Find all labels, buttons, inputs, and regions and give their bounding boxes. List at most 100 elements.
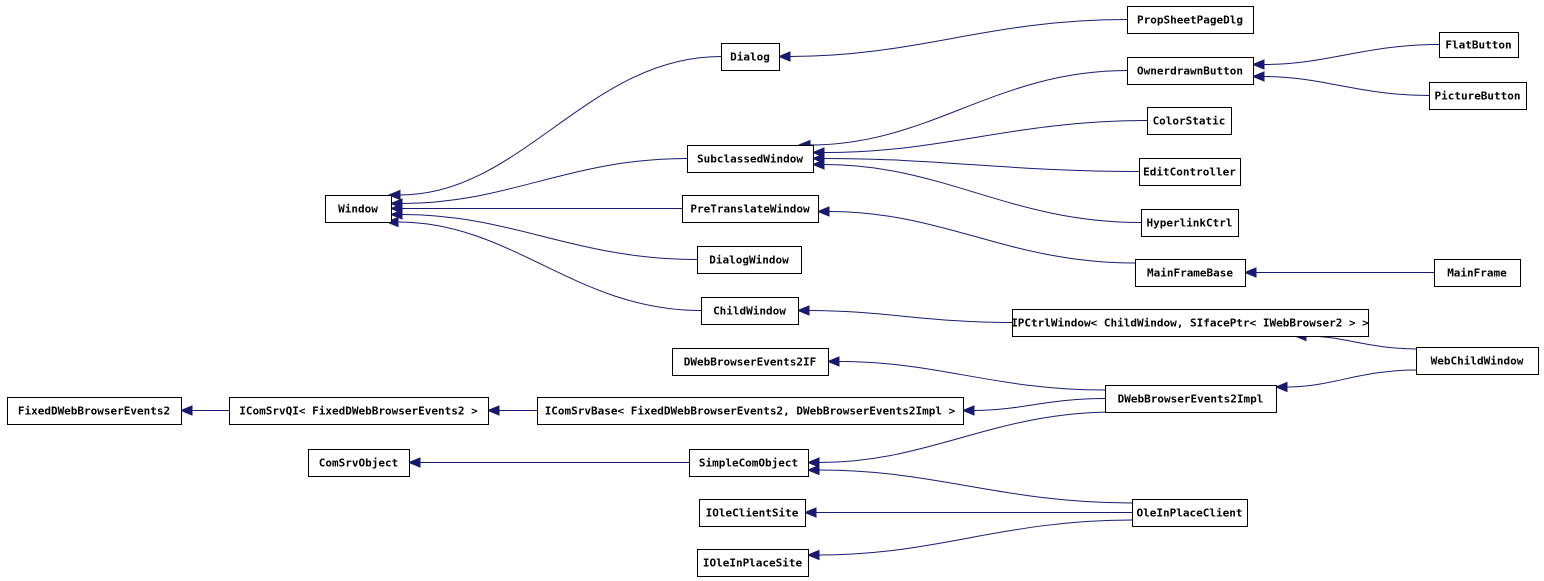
edge-dialog-to-window <box>399 56 722 196</box>
arrowhead-com-srv-object <box>407 457 421 468</box>
node-ownerdrawn-button[interactable]: OwnerdrawnButton <box>1127 57 1254 85</box>
arrowhead-dialog <box>777 51 791 62</box>
node-label: ChildWindow <box>713 305 786 318</box>
node-edit-controller[interactable]: EditController <box>1139 158 1241 186</box>
node-picture-button[interactable]: PictureButton <box>1429 82 1527 110</box>
node-box <box>1434 259 1521 287</box>
node-label: IPCtrlWindow< ChildWindow, SIfacePtr< IW… <box>1011 317 1369 330</box>
edge-hyperlink-ctrl-to-subclassed-window <box>823 164 1142 223</box>
node-label: SimpleComObject <box>699 457 798 470</box>
arrowhead-window <box>389 209 403 220</box>
node-box <box>1139 158 1241 186</box>
node-label: DWebBrowserEvents2IF <box>684 356 816 369</box>
node-label: SubclassedWindow <box>697 153 803 166</box>
node-box <box>689 449 809 477</box>
node-window[interactable]: Window <box>325 195 392 223</box>
node-iole-in-place-site[interactable]: IOleInPlaceSite <box>697 549 809 577</box>
edge-ipctrl-window-to-child-window <box>808 310 1013 323</box>
node-pre-translate-window[interactable]: PreTranslateWindow <box>682 195 819 223</box>
node-label: PropSheetPageDlg <box>1137 14 1243 27</box>
node-ole-in-place-client[interactable]: OleInPlaceClient <box>1132 499 1248 527</box>
edge-ole-in-place-client-to-simple-com-object <box>818 469 1133 504</box>
node-label: Window <box>338 203 378 216</box>
node-box <box>697 549 809 577</box>
node-box <box>1416 347 1539 375</box>
node-box <box>1012 309 1369 337</box>
arrowhead-icom-srv-qi <box>486 405 500 416</box>
edge-edit-controller-to-subclassed-window <box>823 158 1140 172</box>
edge-flat-button-to-ownerdrawn-button <box>1263 44 1440 65</box>
node-label: ComSrvObject <box>319 457 398 470</box>
node-web-child-window[interactable]: WebChildWindow <box>1416 347 1539 375</box>
node-label: MainFrame <box>1447 267 1507 280</box>
node-prop-sheet-page-dlg[interactable]: PropSheetPageDlg <box>1127 6 1254 34</box>
node-box <box>1127 6 1254 34</box>
node-label: EditController <box>1143 166 1236 179</box>
node-label: MainFrameBase <box>1147 267 1233 280</box>
node-dialog-window[interactable]: DialogWindow <box>697 246 802 274</box>
arrowhead-subclassed-window <box>811 159 825 170</box>
arrowhead-ownerdrawn-button <box>1251 59 1265 70</box>
node-box <box>1105 385 1277 413</box>
node-label: DialogWindow <box>709 254 789 267</box>
node-flat-button[interactable]: FlatButton <box>1439 32 1519 58</box>
arrowhead-simple-com-object <box>806 464 820 476</box>
node-label: PictureButton <box>1434 90 1520 103</box>
node-box <box>325 195 392 223</box>
node-subclassed-window[interactable]: SubclassedWindow <box>687 145 814 173</box>
node-hyperlink-ctrl[interactable]: HyperlinkCtrl <box>1141 209 1239 237</box>
node-ipctrl-window[interactable]: IPCtrlWindow< ChildWindow, SIfacePtr< IW… <box>1011 309 1369 337</box>
arrowhead-simple-com-object <box>806 457 820 468</box>
node-label: IComSrvQI< FixedDWebBrowserEvents2 > <box>239 405 478 418</box>
node-main-frame-base[interactable]: MainFrameBase <box>1135 259 1246 287</box>
node-label: FlatButton <box>1445 39 1511 52</box>
node-icom-srv-qi[interactable]: IComSrvQI< FixedDWebBrowserEvents2 > <box>229 397 489 425</box>
node-simple-com-object[interactable]: SimpleComObject <box>689 449 809 477</box>
node-label: IComSrvBase< FixedDWebBrowserEvents2, DW… <box>545 405 956 418</box>
node-box <box>229 397 489 425</box>
node-child-window[interactable]: ChildWindow <box>701 297 799 325</box>
node-dweb-browser-events2-if[interactable]: DWebBrowserEvents2IF <box>672 348 829 376</box>
node-box <box>1132 499 1248 527</box>
node-label: DWebBrowserEvents2Impl <box>1118 393 1264 406</box>
node-label: ColorStatic <box>1153 115 1226 128</box>
node-box <box>682 195 819 223</box>
node-dialog[interactable]: Dialog <box>721 43 780 71</box>
arrowhead-dweb-browser-events2-impl <box>1274 381 1288 393</box>
node-box <box>1439 32 1519 58</box>
edge-dweb-browser-events2-impl-to-icom-srv-base <box>973 398 1106 411</box>
node-box <box>308 449 410 477</box>
node-iole-client-site[interactable]: IOleClientSite <box>699 499 806 527</box>
edge-prop-sheet-page-dlg-to-dialog <box>789 19 1128 57</box>
node-label: HyperlinkCtrl <box>1146 217 1232 230</box>
node-label: IOleClientSite <box>706 507 799 520</box>
node-com-srv-object[interactable]: ComSrvObject <box>308 449 410 477</box>
node-box <box>672 348 829 376</box>
arrowhead-child-window <box>796 305 810 316</box>
arrowhead-fixed-dweb-browser-events2 <box>179 405 193 416</box>
node-box <box>1147 107 1232 135</box>
edge-child-window-to-window <box>397 221 702 311</box>
arrowhead-main-frame-base <box>1243 267 1257 278</box>
node-main-frame[interactable]: MainFrame <box>1434 259 1521 287</box>
node-box <box>1429 82 1527 110</box>
node-label: OwnerdrawnButton <box>1137 65 1243 78</box>
edge-dweb-browser-events2-impl-to-simple-com-object <box>818 411 1116 463</box>
edge-dialog-window-to-window <box>401 214 698 260</box>
node-fixed-dweb-browser-events2[interactable]: FixedDWebBrowserEvents2 <box>7 397 182 425</box>
arrowhead-window <box>387 189 401 201</box>
edge-ole-in-place-client-to-iole-in-place-site <box>818 519 1133 556</box>
node-box <box>701 297 799 325</box>
node-box <box>687 145 814 173</box>
arrowhead-dweb-browser-events2-if <box>826 356 840 367</box>
arrowhead-iole-in-place-site <box>806 549 820 561</box>
node-box <box>7 397 182 425</box>
node-color-static[interactable]: ColorStatic <box>1147 107 1232 135</box>
node-box <box>1141 209 1239 237</box>
arrowhead-iole-client-site <box>803 507 817 518</box>
node-dweb-browser-events2-impl[interactable]: DWebBrowserEvents2Impl <box>1105 385 1277 413</box>
node-icom-srv-base[interactable]: IComSrvBase< FixedDWebBrowserEvents2, DW… <box>537 397 964 425</box>
node-box <box>1135 259 1246 287</box>
arrowhead-ownerdrawn-button <box>1251 71 1265 82</box>
